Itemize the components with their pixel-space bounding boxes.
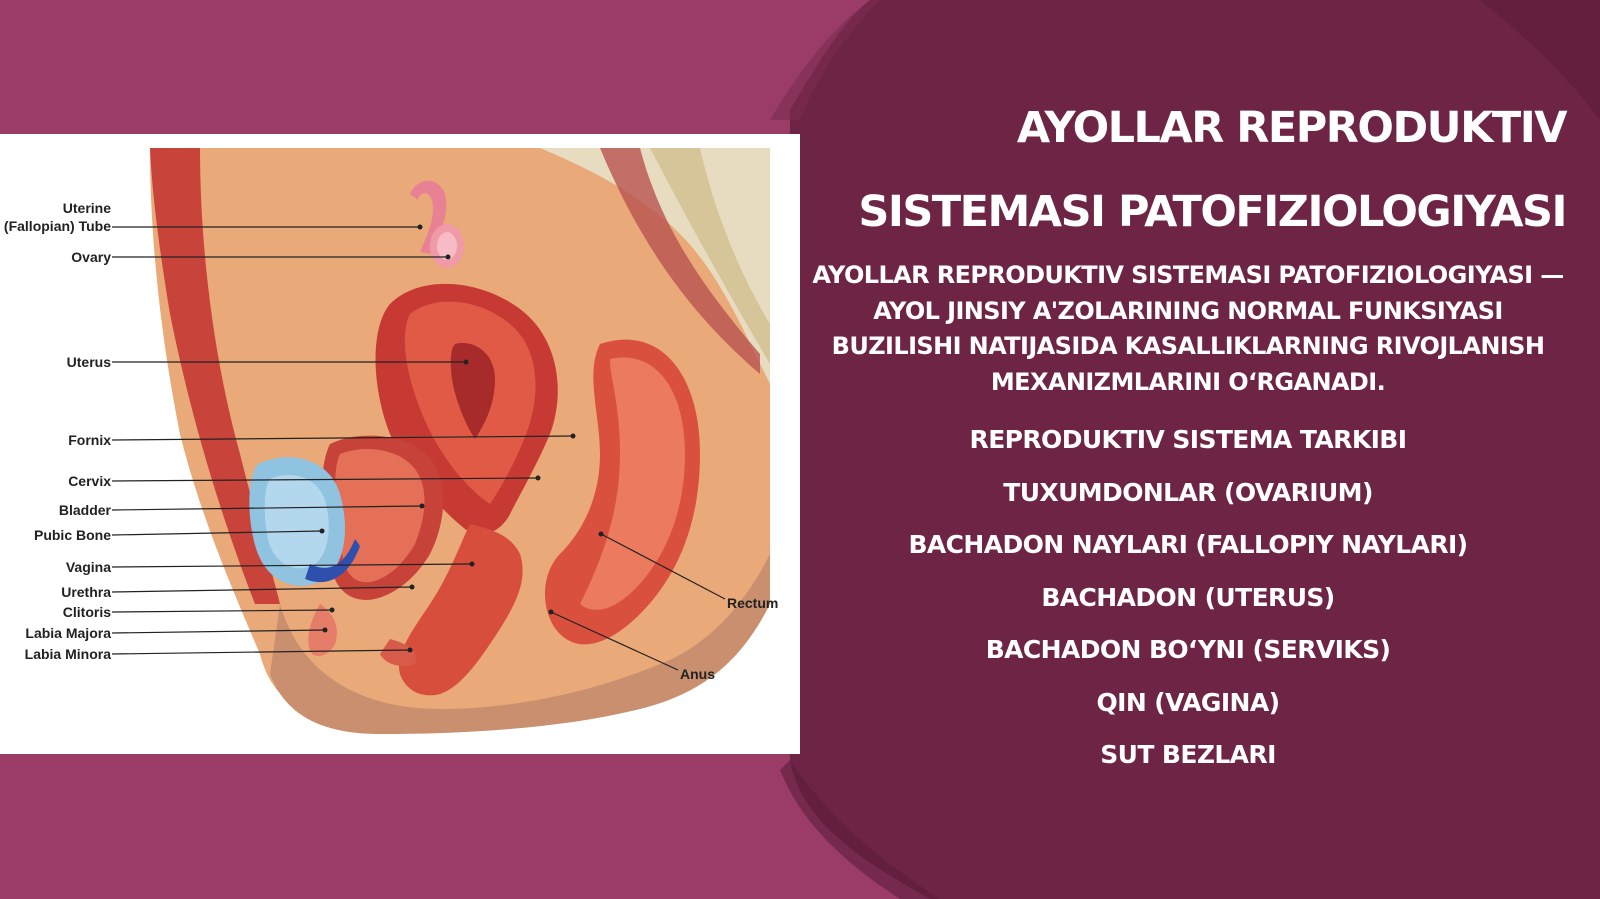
label-clitoris: Clitoris	[63, 604, 111, 620]
list-item: BACHADON BO‘YNI (SERVIKS)	[985, 635, 1391, 664]
label-rectum: Rectum	[727, 595, 778, 611]
label-labia-minora: Labia Minora	[25, 646, 112, 662]
title-line-1: AYOLLAR REPRODUKTIV	[1016, 103, 1568, 153]
anatomy-diagram: Uterine (Fallopian) Tube Ovary Uterus Fo…	[0, 134, 800, 754]
label-fallopian-tube: (Fallopian) Tube	[4, 218, 111, 234]
list-item: REPRODUKTIV SISTEMA TARKIBI	[969, 425, 1408, 454]
list-item: SUT BEZLARI	[1100, 740, 1276, 769]
label-urethra: Urethra	[61, 584, 111, 600]
slide-title: AYOLLAR REPRODUKTIV SISTEMASI PATOFIZIOL…	[786, 86, 1568, 254]
label-labia-majora: Labia Majora	[25, 625, 111, 641]
label-anus: Anus	[680, 666, 715, 682]
leader-lines	[111, 224, 726, 671]
slide-body: AYOLLAR REPRODUKTIV SISTEMASI PATOFIZIOL…	[810, 258, 1566, 782]
title-line-2: SISTEMASI PATOFIZIOLOGIYASI	[858, 187, 1567, 237]
anatomy-illustration: Uterine (Fallopian) Tube Ovary Uterus Fo…	[4, 148, 778, 734]
list-item: BACHADON NAYLARI (FALLOPIY NAYLARI)	[908, 530, 1468, 559]
label-cervix: Cervix	[68, 473, 111, 489]
list-item: QIN (VAGINA)	[1096, 687, 1281, 717]
label-pubic-bone: Pubic Bone	[34, 527, 111, 543]
label-fornix: Fornix	[68, 432, 111, 448]
label-ovary: Ovary	[71, 249, 111, 265]
label-vagina: Vagina	[66, 559, 111, 575]
label-uterine: Uterine	[63, 200, 111, 216]
vagina-shape	[399, 524, 523, 696]
label-uterus: Uterus	[67, 354, 112, 370]
label-bladder: Bladder	[59, 502, 112, 518]
intro-paragraph: AYOLLAR REPRODUKTIV SISTEMASI PATOFIZIOL…	[812, 261, 1564, 396]
list-item: BACHADON (UTERUS)	[1041, 582, 1335, 612]
list-item: TUXUMDONLAR (OVARIUM)	[1003, 477, 1373, 507]
